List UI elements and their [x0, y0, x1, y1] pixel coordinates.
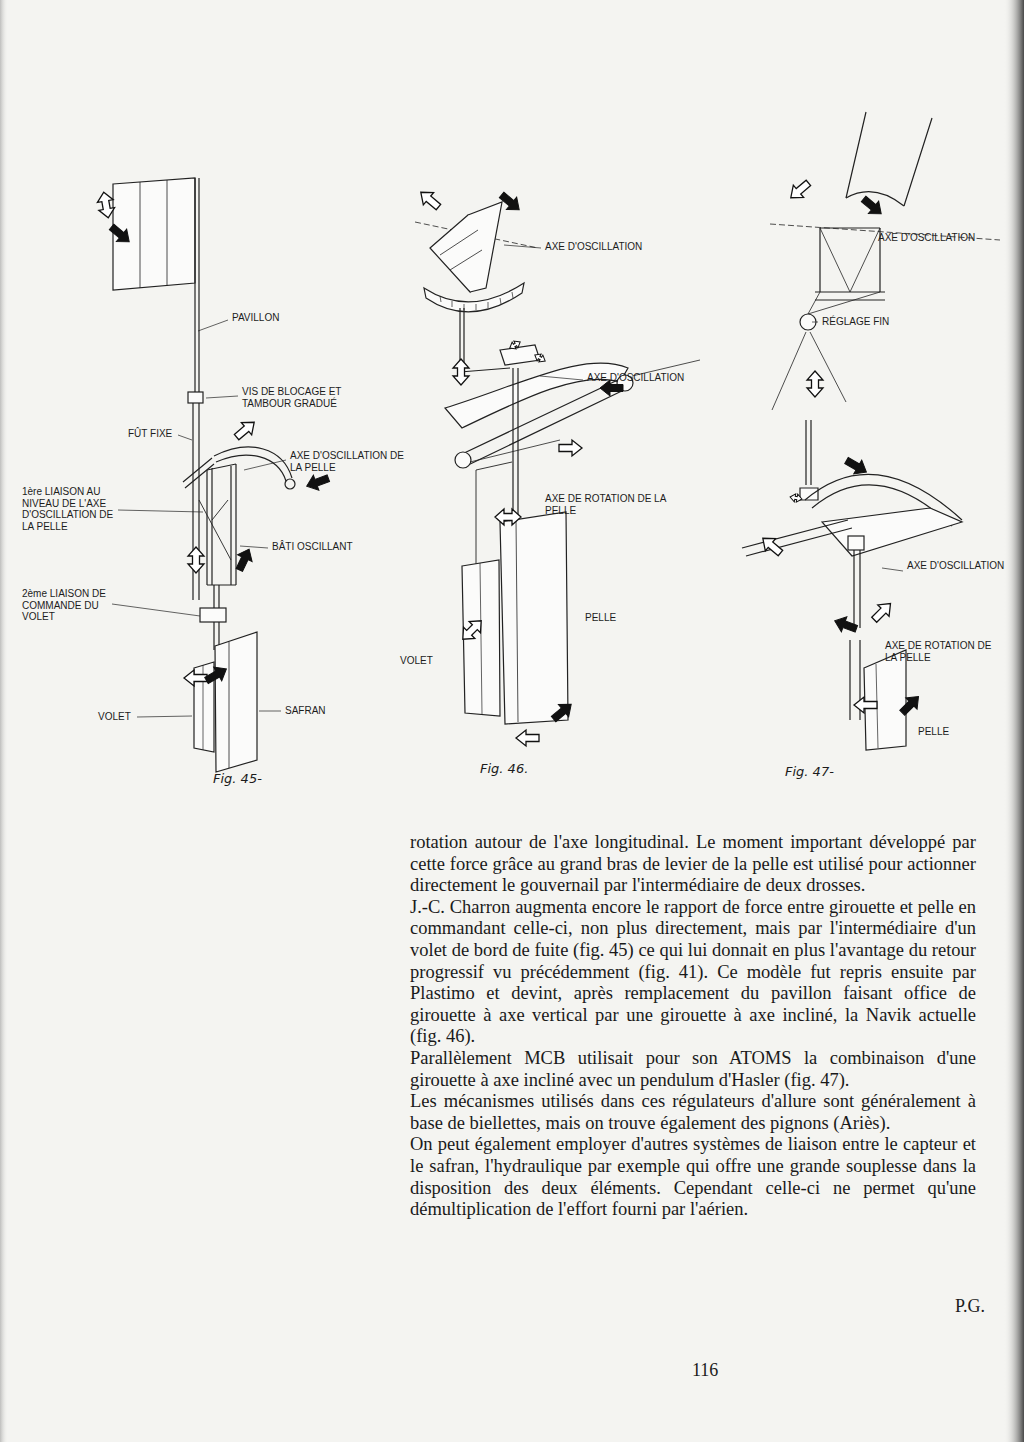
oscillating-frame — [207, 464, 236, 585]
figure-caption: Fig. 45- — [213, 772, 262, 787]
dial — [424, 283, 524, 312]
body-column: rotation autour de l'axe longitudinal. L… — [410, 832, 976, 1221]
part-label: AXE DE ROTATION DE LA PELLE — [885, 640, 997, 663]
leader-line — [812, 322, 903, 571]
part-label: VIS DE BLOCAGE ET TAMBOUR GRADUÉ — [242, 386, 354, 409]
body-paragraph: rotation autour de l'axe longitudinal. L… — [410, 832, 976, 897]
author-initials: P.G. — [955, 1296, 985, 1317]
blade — [500, 512, 568, 724]
part-label: SAFRAN — [285, 705, 326, 717]
tube — [742, 520, 852, 556]
vane-brace — [440, 230, 482, 270]
body-paragraph: J.-C. Charron augmenta encore le rapport… — [410, 897, 976, 1048]
page-shadow — [1004, 0, 1024, 1442]
mast — [195, 178, 199, 392]
page-edge — [0, 0, 8, 1442]
link-rod — [199, 500, 231, 560]
part-label: AXE D'OSCILLATION — [878, 232, 975, 244]
link-box — [200, 608, 226, 622]
part-label: VOLET — [400, 655, 433, 667]
part-label: AXE D'OSCILLATION — [907, 560, 1007, 572]
vane-rod — [460, 308, 510, 372]
body-paragraph: On peut également employer d'autres syst… — [410, 1134, 976, 1220]
part-label: AXE D'OSCILLATION — [587, 372, 684, 384]
line — [470, 360, 700, 462]
figure-45 — [112, 178, 295, 772]
blade — [864, 650, 906, 750]
rod — [806, 420, 811, 485]
figure-caption: Fig. 46. — [480, 762, 528, 777]
shaft — [854, 550, 860, 628]
dial-ticks — [440, 292, 513, 310]
rudder — [215, 632, 257, 772]
part-label: BÂTI OSCILLANT — [272, 541, 353, 553]
part-label: PAVILLON — [232, 312, 279, 324]
clamp — [848, 536, 864, 550]
part-label: PELLE — [918, 726, 949, 738]
vane-blade — [468, 202, 502, 292]
part-label: VOLET — [98, 711, 131, 723]
blade-edge — [516, 520, 518, 722]
cross-arm — [183, 458, 214, 488]
part-label: PELLE — [585, 612, 616, 624]
stay — [772, 332, 846, 410]
plate — [822, 508, 962, 556]
flap-edge — [480, 563, 482, 714]
figure-caption: Fig. 47- — [785, 765, 834, 780]
roller — [455, 452, 471, 468]
rudder-edge — [229, 642, 230, 768]
motion-arrows — [96, 191, 331, 688]
body-paragraph: Parallèlement MCB utilisait pour son ATO… — [410, 1048, 976, 1091]
body-paragraph: Les mécanismes utilisés dans ces régulat… — [410, 1091, 976, 1134]
flag-seam — [140, 180, 167, 288]
part-label: AXE D'OSCILLATION — [545, 241, 642, 253]
rotation-shaft — [513, 368, 518, 525]
drum — [188, 392, 203, 403]
figure-47 — [742, 112, 1000, 750]
part-label: FÛT FIXE — [128, 428, 172, 440]
vane — [846, 112, 932, 206]
pivot — [285, 479, 295, 489]
leader-line — [112, 320, 286, 717]
frame-brace — [808, 228, 880, 314]
leader-line — [504, 245, 583, 380]
motion-arrows — [416, 186, 623, 746]
drum-cylinder — [460, 378, 628, 466]
figure-46 — [415, 202, 700, 724]
motion-arrows — [758, 177, 924, 719]
part-label: AXE D'OSCILLATION DE LA PELLE — [290, 450, 408, 473]
part-label: RÉGLAGE FIN — [822, 316, 889, 328]
crank — [800, 488, 818, 500]
shaft — [214, 585, 219, 650]
page-number: 116 — [692, 1360, 718, 1381]
pendulum-arm — [214, 447, 292, 481]
bracket — [500, 345, 540, 365]
part-label: AXE DE ROTATION DE LA PELLE — [545, 493, 673, 516]
part-label: 2ème LIAISON DE COMMANDE DU VOLET — [22, 588, 117, 623]
part-label: 1ère LIAISON AU NIVEAU DE L'AXE D'OSCILL… — [22, 486, 122, 532]
